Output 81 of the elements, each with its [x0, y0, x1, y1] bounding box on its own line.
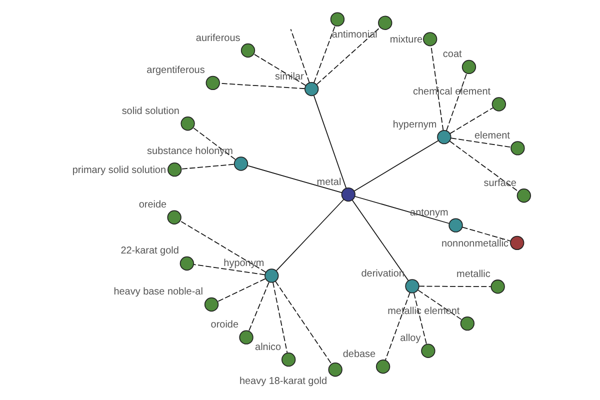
- node-label: surface: [483, 178, 516, 189]
- node-circle: [205, 76, 220, 90]
- connector: [246, 165, 342, 194]
- node-label: antonym: [410, 208, 448, 219]
- node-circle: [240, 43, 255, 58]
- node-circle: [167, 162, 182, 177]
- node-circle: [233, 156, 248, 171]
- node-circle: [304, 82, 318, 96]
- connector: [413, 292, 426, 345]
- node-label: heavy base noble-al: [113, 286, 202, 298]
- connector: [430, 46, 444, 131]
- node-circle: [264, 268, 278, 283]
- connector: [192, 264, 265, 276]
- node-circle: [166, 210, 181, 224]
- node-circle: [280, 352, 296, 367]
- node-circle: [375, 360, 390, 374]
- connector: [450, 138, 511, 148]
- node-circle: [422, 32, 437, 46]
- node-label: mixture: [389, 34, 422, 46]
- connector: [216, 278, 266, 302]
- node-label: 22-karat gold: [120, 246, 178, 257]
- node-label: argentiferous: [146, 65, 204, 76]
- node-label: metal: [316, 176, 341, 188]
- node-circle: [328, 362, 342, 377]
- connector: [354, 196, 449, 224]
- node-label: chemical element: [412, 86, 490, 98]
- connector: [192, 127, 236, 160]
- node-label: element: [474, 130, 510, 142]
- node-label: auriferous: [195, 32, 240, 44]
- connector: [418, 286, 491, 288]
- node-label: primary solid solution: [72, 165, 166, 176]
- node-circle: [448, 218, 462, 232]
- connector: [351, 200, 408, 281]
- node-label: alloy: [400, 333, 420, 344]
- node-label: antimonial: [331, 30, 377, 41]
- node-label: derivation: [360, 268, 404, 280]
- connector: [449, 107, 493, 134]
- node-label: hypernym: [392, 119, 436, 130]
- node-circle: [238, 330, 253, 344]
- node-label: oreide: [138, 200, 166, 211]
- connector: [290, 28, 310, 84]
- node-circle: [460, 316, 474, 331]
- node-label: coat: [442, 49, 462, 60]
- node-circle: [204, 297, 218, 312]
- connector: [180, 220, 266, 273]
- node-label: solid solution: [121, 106, 179, 117]
- node-circle: [490, 280, 504, 294]
- connector: [219, 82, 305, 90]
- node-circle: [180, 116, 194, 131]
- node-label: metallic: [456, 268, 490, 280]
- node-label: oroide: [210, 320, 238, 331]
- connector: [274, 280, 332, 364]
- node-label: nonnonmetallic: [440, 238, 508, 250]
- node-label: alnico: [254, 342, 281, 353]
- connector: [446, 73, 467, 132]
- connector: [276, 198, 344, 272]
- node-circle: [461, 60, 476, 74]
- connector: [384, 292, 410, 361]
- connector: [312, 95, 346, 189]
- node-label: substance holonym: [146, 146, 232, 157]
- connector: [316, 27, 380, 85]
- connector: [461, 226, 510, 242]
- node-circle: [330, 12, 344, 26]
- connector: [353, 140, 438, 192]
- connector: [313, 26, 335, 84]
- node-circle: [516, 188, 530, 203]
- connector: [248, 282, 269, 332]
- node-label: heavy 18-karat gold: [238, 376, 327, 388]
- node-circle: [491, 97, 506, 112]
- node-circle: [340, 187, 355, 202]
- node-circle: [179, 256, 194, 271]
- connector: [448, 140, 518, 192]
- node-label: debase: [342, 348, 376, 360]
- node-circle: [404, 279, 419, 294]
- node-circle: [436, 130, 451, 144]
- connector: [272, 282, 288, 354]
- node-circle: [378, 16, 392, 30]
- node-circle: [510, 236, 524, 250]
- node-circle: [420, 344, 435, 358]
- connector: [180, 164, 234, 170]
- node-circle: [510, 141, 524, 156]
